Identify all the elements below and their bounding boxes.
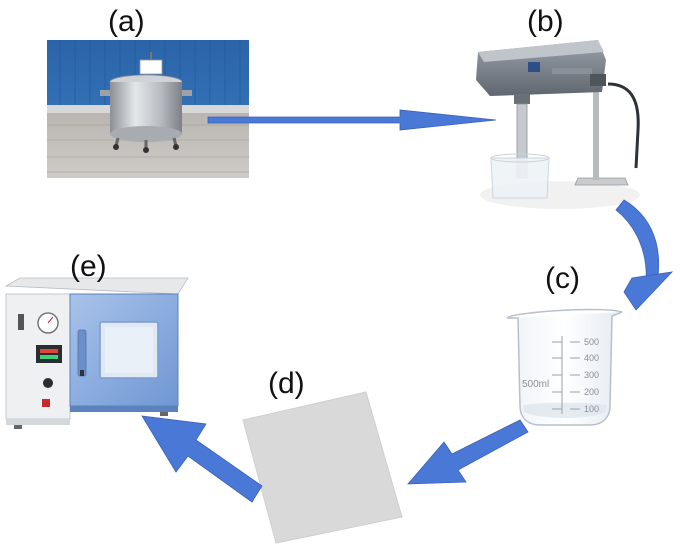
beaker-tick: 100 xyxy=(584,404,599,414)
beaker-photo: 500 400 300 200 100 500ml xyxy=(506,308,623,426)
arrow-b-to-c xyxy=(615,199,674,311)
beaker-tick: 500 xyxy=(584,337,599,347)
label-e: (e) xyxy=(70,250,107,283)
beaker-tick: 200 xyxy=(584,387,599,397)
arrow-c-to-d xyxy=(407,419,529,485)
arrow-d-to-e xyxy=(141,415,263,503)
tank-photo xyxy=(47,40,249,178)
arrow-a-to-b xyxy=(207,109,497,131)
beaker-tick: 300 xyxy=(584,370,599,380)
label-b: (b) xyxy=(527,5,564,38)
homogenizer-photo xyxy=(476,40,640,209)
beaker-volume-label: 500ml xyxy=(522,379,549,390)
oven-photo xyxy=(4,277,189,429)
sheet-sample xyxy=(242,391,403,544)
label-d: (d) xyxy=(268,367,305,400)
label-a: (a) xyxy=(108,5,145,38)
beaker-tick: 400 xyxy=(584,353,599,363)
label-c: (c) xyxy=(545,262,580,295)
